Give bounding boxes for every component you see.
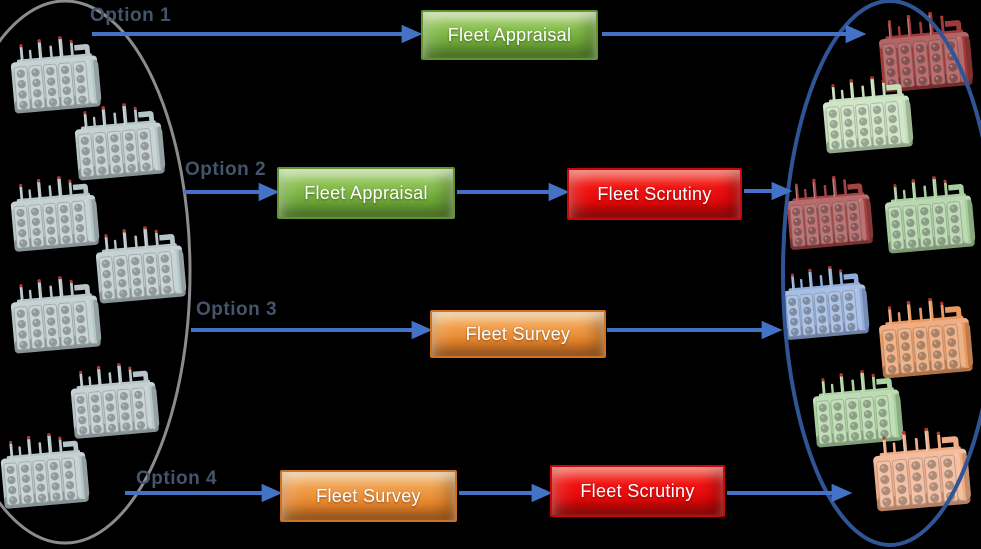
transformer-icon-right-3: [784, 176, 876, 256]
transformer-icon-left-5: [8, 276, 104, 360]
transformer-icon-right-4: [882, 176, 978, 260]
option-3-label: Option 3: [196, 299, 278, 320]
option1-fleet-appraisal-box: Fleet Appraisal: [421, 10, 598, 60]
option-2-label: Option 2: [185, 159, 267, 180]
option4-fleet-survey-box: Fleet Survey: [280, 470, 457, 522]
transformer-icon-left-4: [93, 226, 189, 310]
option-1-label: Option 1: [90, 5, 172, 26]
transformer-icon-right-2: [820, 76, 916, 160]
option2-fleet-appraisal-box: Fleet Appraisal: [277, 167, 455, 219]
option4-fleet-scrutiny-box: Fleet Scrutiny: [550, 465, 725, 517]
transformer-icon-left-7: [0, 433, 92, 515]
option-4-label: Option 4: [136, 468, 218, 489]
transformer-icon-right-8: [870, 428, 974, 518]
transformer-icon-left-2: [72, 103, 168, 187]
transformer-icon-left-3: [8, 176, 102, 258]
option3-fleet-survey-box: Fleet Survey: [430, 310, 606, 358]
option2-fleet-scrutiny-box: Fleet Scrutiny: [567, 168, 742, 220]
transformer-icon-right-5: [780, 266, 872, 346]
